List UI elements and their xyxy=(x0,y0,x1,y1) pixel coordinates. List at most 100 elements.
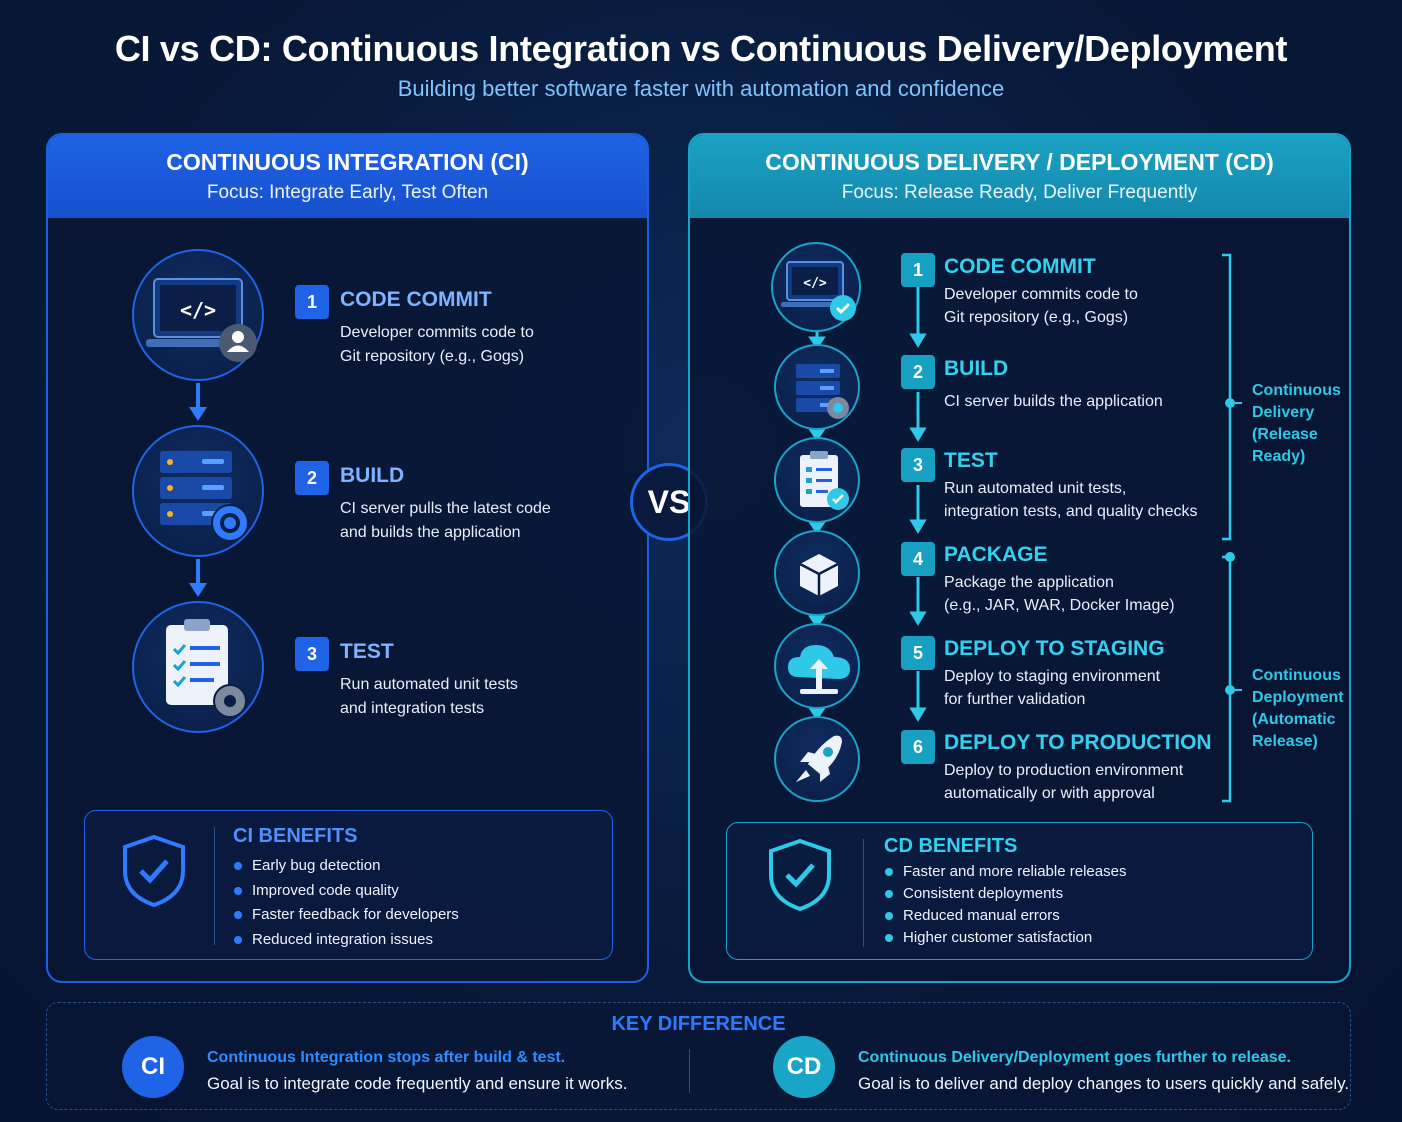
cd-step-1-desc-line2: Git repository (e.g., Gogs) xyxy=(944,309,1129,326)
ci-badge: CI xyxy=(122,1036,184,1098)
cd-key-line1: Continuous Delivery/Deployment goes furt… xyxy=(858,1049,1291,1066)
ci-step-1-title: CODE COMMIT xyxy=(340,288,492,311)
server-gear-icon xyxy=(796,364,849,419)
list-item: Reduced manual errors xyxy=(884,907,1126,929)
list-item: Consistent deployments xyxy=(884,885,1126,907)
checklist-check-icon xyxy=(800,451,849,510)
ci-panel-header: CONTINUOUS INTEGRATION (CI) Focus: Integ… xyxy=(48,135,647,218)
key-difference-title: KEY DIFFERENCE xyxy=(611,1013,786,1035)
cd-step-3-desc-line2: integration tests, and quality checks xyxy=(944,503,1198,520)
checklist-gear-icon xyxy=(166,619,247,718)
cd-step-5-title: DEPLOY TO STAGING xyxy=(944,637,1165,660)
ci-step-2-desc: CI server pulls the latest code and buil… xyxy=(340,497,551,545)
ci-step-1-number: 1 xyxy=(295,285,329,319)
package-box-icon xyxy=(799,554,839,596)
cd-benefits-title: CD BENEFITS xyxy=(884,835,1018,857)
cd-step-1-number: 1 xyxy=(901,253,935,287)
ci-step-3-number: 3 xyxy=(295,637,329,671)
cd-step-2-number: 2 xyxy=(901,355,935,389)
ci-step-2-number: 2 xyxy=(295,461,329,495)
cd-heading: CONTINUOUS DELIVERY / DEPLOYMENT (CD) xyxy=(765,149,1274,175)
cd-step-5-number: 5 xyxy=(901,636,935,670)
ci-benefits-title: CI BENEFITS xyxy=(233,825,358,847)
cd-step-4-circle xyxy=(774,530,860,616)
cd-step-1-circle: </> xyxy=(771,242,861,332)
cd-key-line2: Goal is to deliver and deploy changes to… xyxy=(858,1074,1350,1093)
ci-focus: Focus: Integrate Early, Test Often xyxy=(206,182,489,203)
ci-step-3-title: TEST xyxy=(340,640,394,663)
ci-step-3-desc: Run automated unit tests and integration… xyxy=(340,673,518,721)
ci-step-1-desc-line1: Developer commits code to xyxy=(340,324,534,341)
ci-benefits-divider xyxy=(214,827,215,945)
cd-panel: CONTINUOUS DELIVERY / DEPLOYMENT (CD) Fo… xyxy=(688,133,1351,983)
cloud-upload-icon xyxy=(788,645,850,694)
ci-step-3-circle xyxy=(132,601,264,733)
cd-step-4-title: PACKAGE xyxy=(944,543,1048,566)
ci-key-line2: Goal is to integrate code frequently and… xyxy=(207,1074,628,1093)
cd-step-5-desc-line1: Deploy to staging environment xyxy=(944,668,1161,685)
cd-step-1-desc-line1: Developer commits code to xyxy=(944,286,1138,303)
cd-step-3-number: 3 xyxy=(901,448,935,482)
ci-benefits-box: CI BENEFITS Early bug detection Improved… xyxy=(84,810,613,960)
cd-step-6-circle xyxy=(774,716,860,802)
deployment-label-line: Deployment xyxy=(1252,689,1344,706)
cd-step-6-desc: Deploy to production environment automat… xyxy=(944,759,1183,805)
continuous-deployment-label: Continuous Deployment (Automatic Release… xyxy=(1252,665,1344,753)
cd-step-2-desc: CI server builds the application xyxy=(944,390,1163,413)
cd-step-4-desc-line1: Package the application xyxy=(944,574,1114,591)
cd-step-3-desc-line1: Run automated unit tests, xyxy=(944,480,1127,497)
list-item: Early bug detection xyxy=(233,857,459,882)
ci-step-1-desc-line2: Git repository (e.g., Gogs) xyxy=(340,348,525,365)
rocket-icon xyxy=(796,735,842,782)
cd-step-5-desc: Deploy to staging environment for furthe… xyxy=(944,665,1160,711)
cd-step-4-number: 4 xyxy=(901,542,935,576)
deployment-label-line: (Automatic xyxy=(1252,711,1336,728)
cd-step-6-desc-line1: Deploy to production environment xyxy=(944,762,1184,779)
ci-key-line1: Continuous Integration stops after build… xyxy=(207,1049,566,1066)
cd-step-5-circle xyxy=(774,623,860,709)
svg-text:</>: </> xyxy=(180,298,216,322)
delivery-label-line: Continuous xyxy=(1252,382,1341,399)
cd-step-1-desc: Developer commits code to Git repository… xyxy=(944,283,1138,329)
ci-step-1-desc: Developer commits code to Git repository… xyxy=(340,321,534,369)
cd-step-6-title: DEPLOY TO PRODUCTION xyxy=(944,731,1212,754)
delivery-label-line: Ready) xyxy=(1252,448,1306,465)
cd-badge: CD xyxy=(773,1036,835,1098)
list-item: Reduced integration issues xyxy=(233,931,459,956)
cd-focus: Focus: Release Ready, Deliver Frequently xyxy=(841,182,1198,203)
laptop-code-icon: </> xyxy=(146,278,257,362)
deployment-label-line: Release) xyxy=(1252,733,1318,750)
ci-step-3-desc-line1: Run automated unit tests xyxy=(340,676,518,693)
cd-benefits-list: Faster and more reliable releases Consis… xyxy=(884,863,1126,951)
cd-step-6-number: 6 xyxy=(901,730,935,764)
server-gear-icon xyxy=(160,451,249,542)
cd-step-4-desc-line2: (e.g., JAR, WAR, Docker Image) xyxy=(944,597,1175,614)
cd-step-2-circle xyxy=(774,344,860,430)
ci-step-1-circle: </> xyxy=(132,249,264,381)
shield-check-icon xyxy=(123,834,185,908)
ci-benefits-list: Early bug detection Improved code qualit… xyxy=(233,857,459,955)
ci-step-2-desc-line1: CI server pulls the latest code xyxy=(340,500,551,517)
ci-step-3-desc-line2: and integration tests xyxy=(340,700,485,717)
deployment-label-line: Continuous xyxy=(1252,667,1341,684)
ci-heading: CONTINUOUS INTEGRATION (CI) xyxy=(166,149,529,175)
cd-step-3-circle xyxy=(774,437,860,523)
ci-step-2-desc-line2: and builds the application xyxy=(340,524,521,541)
list-item: Higher customer satisfaction xyxy=(884,929,1126,951)
laptop-check-icon: </> xyxy=(781,261,856,321)
list-item: Faster and more reliable releases xyxy=(884,863,1126,885)
cd-step-4-desc: Package the application (e.g., JAR, WAR,… xyxy=(944,571,1175,617)
cd-step-6-desc-line2: automatically or with approval xyxy=(944,785,1155,802)
ci-step-2-title: BUILD xyxy=(340,464,405,487)
ci-step-2-circle xyxy=(132,425,264,557)
ci-panel: CONTINUOUS INTEGRATION (CI) Focus: Integ… xyxy=(46,133,649,983)
cd-step-2-title: BUILD xyxy=(944,357,1009,380)
cd-step-5-desc-line2: for further validation xyxy=(944,691,1086,708)
cd-benefits-box: CD BENEFITS Faster and more reliable rel… xyxy=(726,822,1313,960)
delivery-label-line: Delivery xyxy=(1252,404,1315,421)
cd-flow-arrows xyxy=(808,253,1242,803)
cd-panel-header: CONTINUOUS DELIVERY / DEPLOYMENT (CD) Fo… xyxy=(690,135,1349,218)
cd-step-1-title: CODE COMMIT xyxy=(944,255,1096,278)
list-item: Improved code quality xyxy=(233,882,459,907)
cd-step-3-title: TEST xyxy=(944,449,998,472)
